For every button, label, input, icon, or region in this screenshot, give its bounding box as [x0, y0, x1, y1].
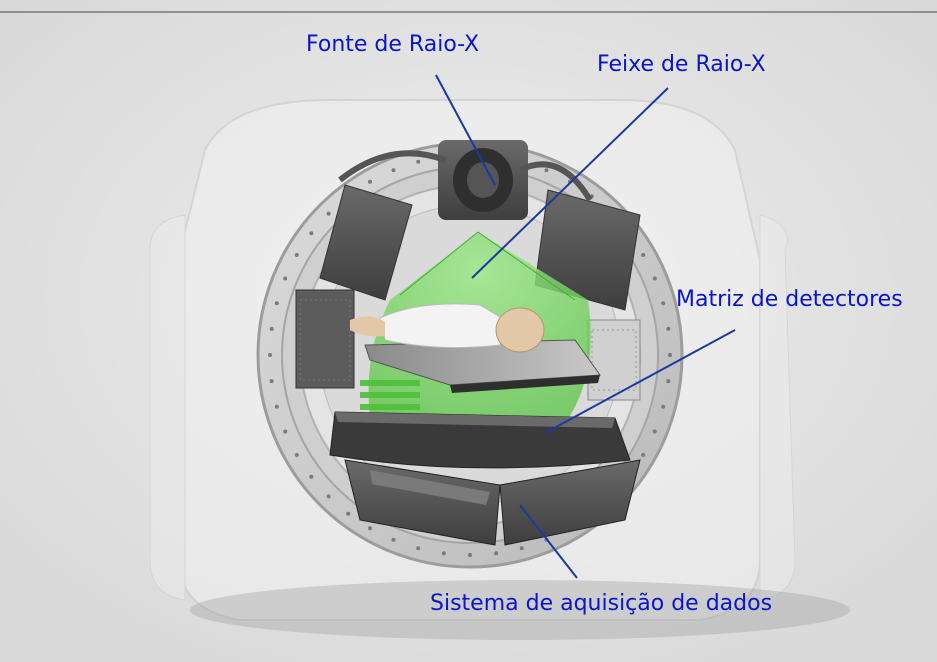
ring-bolt [641, 453, 646, 457]
ring-bolt [283, 429, 288, 434]
xray-source-tube [438, 140, 528, 220]
leader-line-detector-array [544, 329, 736, 434]
ring-bolt [368, 526, 372, 531]
leader-line-xray-source [435, 74, 496, 186]
ring-bolt [544, 168, 549, 173]
ring-bolt [346, 511, 351, 516]
ring-bolt [391, 168, 396, 173]
ring-bolt [666, 326, 671, 331]
ring-bolt [416, 546, 421, 551]
patient-figure [350, 303, 545, 353]
ring-bolt [494, 551, 499, 556]
leader-line-data-acquisition [519, 504, 578, 579]
ring-bolt [368, 179, 372, 184]
ring-bolt [274, 301, 279, 306]
ring-bolt [269, 379, 274, 384]
ring-bolt [391, 537, 396, 542]
label-detector-array: Matriz de detectores [676, 287, 903, 312]
leader-line-xray-beam [471, 87, 669, 279]
ring-bolt [661, 404, 666, 409]
label-data-acquisition: Sistema de aquisição de dados [430, 591, 773, 616]
leader-lines [435, 74, 736, 579]
ring-bolt [309, 231, 314, 236]
ring-bolt [269, 326, 274, 331]
ring-bolt [283, 276, 288, 281]
ring-bolt [652, 429, 657, 434]
ring-bolt [519, 546, 524, 551]
detector-array [329, 411, 631, 469]
ring-bolt [668, 353, 672, 357]
label-xray-source: Fonte de Raio-X [306, 32, 480, 57]
floor-shadow [190, 580, 850, 640]
ring-bolt [326, 211, 331, 216]
ring-bolt [268, 353, 272, 357]
ring-bolt [652, 276, 657, 281]
ring-bolt [441, 551, 446, 556]
ring-bolt [309, 474, 314, 479]
ring-bolt [416, 159, 421, 164]
label-xray-beam: Feixe de Raio-X [597, 52, 766, 77]
ring-bolt [294, 453, 299, 457]
ring-bolt [294, 253, 299, 257]
ring-bolt [641, 253, 646, 257]
ring-bolt [661, 301, 666, 306]
ring-bolt [326, 494, 331, 499]
ring-bolt [468, 553, 472, 557]
ring-bolt [274, 404, 279, 409]
ring-bolt [666, 379, 671, 384]
